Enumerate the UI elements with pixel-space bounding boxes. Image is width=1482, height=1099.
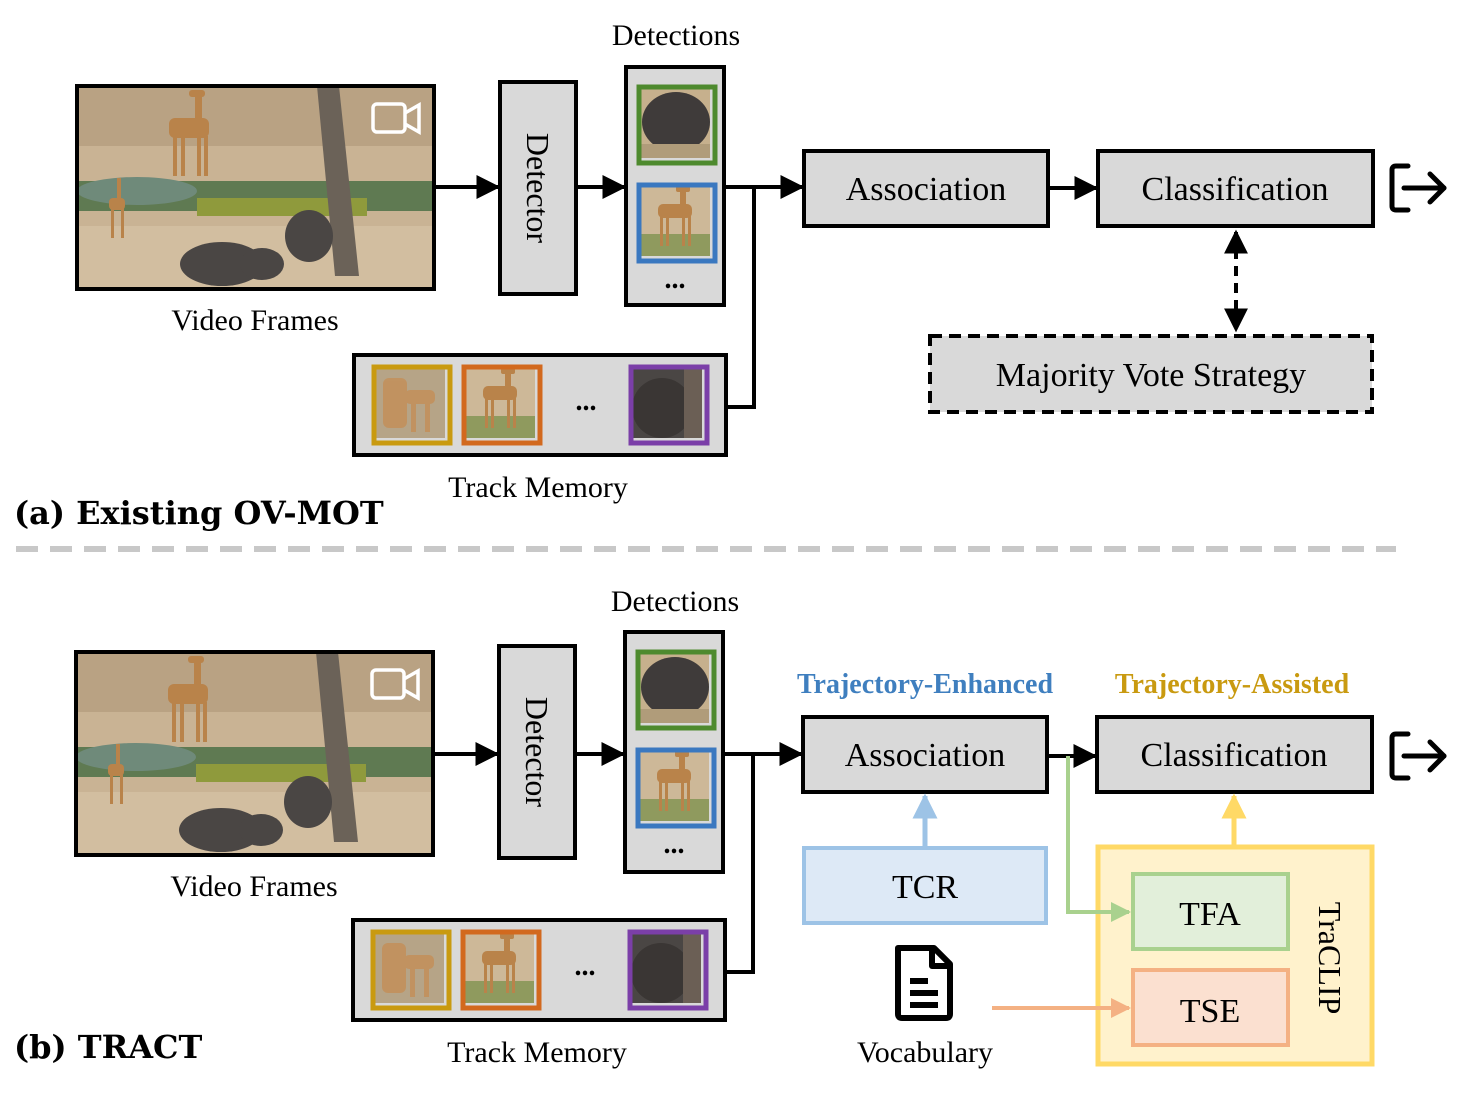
detections-stack-a: ... (624, 65, 726, 307)
vocabulary-label: Vocabulary (857, 1036, 993, 1069)
trajectory-assisted-label: Trajectory-Assisted (1115, 669, 1350, 700)
detections-ellipsis-b: ... (664, 829, 685, 860)
association-box-b: Association (801, 715, 1049, 794)
trajectory-enhanced-label: Trajectory-Enhanced (797, 669, 1054, 700)
classification-label-b: Classification (1141, 737, 1328, 774)
detections-title-b: Detections (611, 585, 739, 618)
traclip-module: TraCLIP TFA TSE (1095, 844, 1375, 1067)
video-frames-label-b: Video Frames (170, 870, 337, 903)
detector-label-a: Detector (520, 133, 556, 244)
majority-vote-label: Majority Vote Strategy (996, 357, 1306, 394)
detections-stack-b: ... (623, 630, 725, 874)
track-memory-a: ... (352, 353, 728, 457)
detection-thumb-green-a (636, 84, 718, 166)
video-frames-b (74, 650, 435, 857)
track-memory-label-b: Track Memory (447, 1036, 627, 1069)
output-exit-icon-b (1392, 734, 1444, 778)
tfa-label: TFA (1179, 896, 1241, 933)
detections-ellipsis-a: ... (665, 264, 686, 295)
video-frames-a (75, 84, 436, 291)
detection-thumb-green-b (635, 649, 717, 731)
detection-thumb-blue-b (635, 747, 717, 829)
classification-box-b: Classification (1095, 715, 1374, 794)
association-label-a: Association (846, 171, 1007, 208)
majority-vote-box: Majority Vote Strategy (928, 334, 1374, 414)
association-box-a: Association (802, 149, 1050, 228)
detections-title-a: Detections (612, 19, 740, 52)
panel-a-caption: (a) Existing OV-MOT (14, 494, 384, 532)
tcr-label: TCR (892, 869, 958, 906)
classification-label-a: Classification (1142, 171, 1329, 208)
detector-label-b: Detector (519, 697, 555, 808)
panel-b: Video Frames Detector Detections ... ... (14, 585, 1444, 1069)
panel-b-caption: (b) TRACT (14, 1028, 203, 1066)
output-exit-icon-a (1392, 166, 1444, 210)
track-memory-ellipsis-a: ... (576, 386, 597, 417)
tse-box: TSE (1131, 968, 1290, 1047)
vocabulary-document-icon (898, 948, 950, 1018)
panel-a: Video Frames Detector Detections ... ... (14, 19, 1444, 532)
detection-thumb-blue-a (636, 182, 718, 264)
tcr-box: TCR (802, 846, 1048, 925)
traclip-label: TraCLIP (1312, 902, 1348, 1015)
tfa-box: TFA (1131, 872, 1290, 951)
detector-box-b: Detector (497, 644, 577, 860)
track-memory-ellipsis-b: ... (575, 951, 596, 982)
track-memory-b: ... (351, 918, 727, 1022)
association-label-b: Association (845, 737, 1006, 774)
classification-box-a: Classification (1096, 149, 1375, 228)
video-frames-label-a: Video Frames (171, 304, 338, 337)
track-memory-label-a: Track Memory (448, 471, 628, 504)
detector-box-a: Detector (498, 80, 578, 296)
tse-label: TSE (1180, 993, 1240, 1030)
